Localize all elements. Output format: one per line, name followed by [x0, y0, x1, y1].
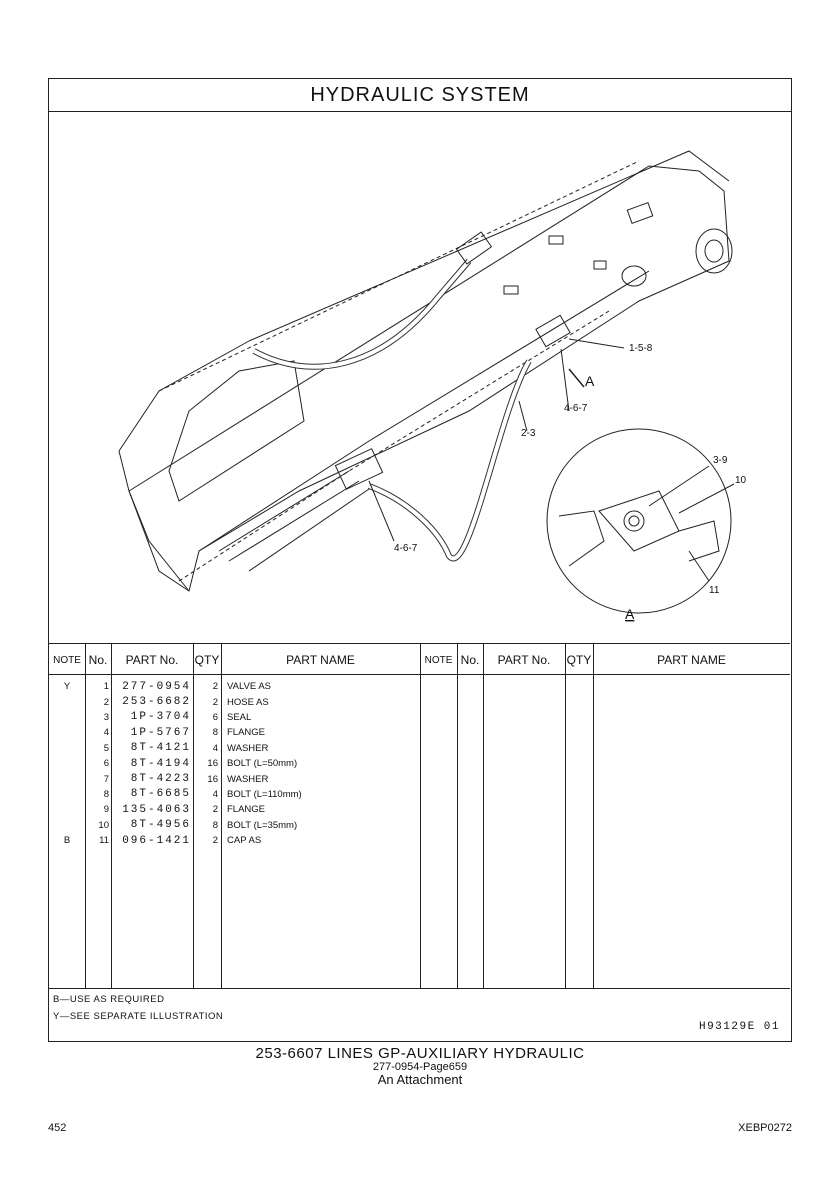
- header-note: NOTE: [53, 654, 81, 666]
- cell-part-no: 8T-4223: [130, 773, 191, 786]
- column-divider: [457, 643, 458, 988]
- cell-note: [49, 725, 85, 740]
- cell-part-no: 253-6682: [122, 696, 191, 709]
- column-divider: [193, 643, 194, 988]
- cell-part-no: 096-1421: [122, 834, 191, 847]
- cell-qty: 2: [212, 835, 218, 847]
- note-b: B—USE AS REQUIRED: [53, 994, 165, 1005]
- cell-note: [49, 756, 85, 771]
- column-divider: [483, 643, 484, 988]
- cell-qty: 6: [212, 711, 218, 723]
- header-qty: QTY: [194, 653, 220, 667]
- cell-note: Y: [63, 681, 71, 693]
- note-y: Y—SEE SEPARATE ILLUSTRATION: [53, 1011, 224, 1022]
- cell-no: 8: [103, 788, 109, 800]
- header-qty-2: QTY: [566, 653, 592, 667]
- callout-4-6-7-upper: 4-6-7: [564, 403, 588, 414]
- cell-no: 2: [103, 696, 109, 708]
- cell-part-no: 8T-4194: [130, 757, 191, 770]
- header-part-no-2: PART No.: [497, 653, 551, 667]
- callout-3-9: 3-9: [713, 455, 728, 466]
- cell-qty: 8: [212, 727, 218, 739]
- cell-part-no: 8T-4956: [130, 819, 191, 832]
- detail-label-a: A: [625, 606, 635, 622]
- cell-part-name: BOLT (L=110mm): [227, 788, 302, 800]
- callout-view-a: A: [585, 373, 595, 389]
- page-frame: HYDRAULIC SYSTEM: [48, 78, 792, 1042]
- cell-no: 3: [103, 711, 109, 723]
- column-divider: [593, 643, 594, 988]
- callout-4-6-7-lower: 4-6-7: [394, 543, 418, 554]
- cell-note: [49, 787, 85, 802]
- cell-part-name: WASHER: [227, 773, 269, 785]
- cell-part-no: 1P-5767: [130, 726, 191, 739]
- header-part-name: PART NAME: [286, 653, 355, 667]
- cell-note: [49, 818, 85, 833]
- cell-part-name: FLANGE: [227, 804, 266, 816]
- cell-qty: 2: [212, 681, 218, 693]
- cell-qty: 8: [212, 819, 218, 831]
- page-title: HYDRAULIC SYSTEM: [49, 79, 791, 112]
- cell-part-name: HOSE AS: [227, 696, 269, 708]
- illustration-code: H93129E 01: [698, 1021, 780, 1033]
- cell-qty: 16: [207, 773, 218, 785]
- cell-no: 10: [98, 819, 109, 831]
- notes-divider: [49, 988, 790, 989]
- cell-note: [49, 802, 85, 817]
- cell-no: 7: [103, 773, 109, 785]
- column-divider: [565, 643, 566, 988]
- callout-10: 10: [735, 475, 747, 486]
- cell-part-name: SEAL: [227, 711, 252, 723]
- callout-11: 11: [709, 585, 720, 596]
- table-header: NOTE No. PART No. QTY PART NAME NOTE No.…: [49, 643, 790, 675]
- cell-part-name: VALVE AS: [227, 681, 272, 693]
- cell-qty: 4: [212, 742, 218, 754]
- cell-part-no: 277-0954: [122, 680, 191, 693]
- cell-qty: 16: [207, 758, 218, 770]
- column-divider: [111, 643, 112, 988]
- cell-no: 6: [103, 758, 109, 770]
- cell-no: 4: [103, 727, 109, 739]
- cell-part-name: FLANGE: [227, 727, 266, 739]
- cell-note: [49, 741, 85, 756]
- column-divider: [420, 643, 421, 988]
- callout-1-5-8: 1-5-8: [629, 343, 653, 354]
- caption-page-ref: 277-0954-Page659: [372, 1061, 468, 1073]
- document-code: XEBP0272: [738, 1122, 792, 1134]
- cell-part-no: 8T-4121: [130, 742, 191, 755]
- header-no: No.: [88, 653, 108, 667]
- header-no-2: No.: [460, 653, 480, 667]
- cell-qty: 2: [212, 696, 218, 708]
- header-part-no: PART No.: [125, 653, 179, 667]
- header-part-name-2: PART NAME: [657, 653, 726, 667]
- cell-part-no: 135-4063: [122, 803, 191, 816]
- cell-note: [49, 710, 85, 725]
- cell-note: [49, 694, 85, 709]
- cell-part-no: 1P-3704: [130, 711, 191, 724]
- column-divider: [85, 643, 86, 988]
- callout-2-3: 2-3: [521, 428, 536, 439]
- cell-part-name: CAP AS: [227, 835, 262, 847]
- caption-title: 253-6607 LINES GP-AUXILIARY HYDRAULIC: [255, 1045, 585, 1062]
- cell-no: 11: [99, 835, 109, 847]
- hydraulic-illustration: 1-5-8 A 4-6-7 2-3 4-6-7 3-9 10 11 A: [118, 150, 747, 622]
- cell-note: B: [63, 835, 71, 847]
- page-number: 452: [48, 1122, 67, 1134]
- cell-qty: 2: [212, 804, 218, 816]
- cell-no: 1: [103, 681, 109, 693]
- cell-note: [49, 771, 85, 786]
- cell-part-name: BOLT (L=35mm): [227, 819, 298, 831]
- header-note-2: NOTE: [424, 654, 453, 666]
- cell-no: 5: [103, 742, 109, 754]
- caption-subtitle: An Attachment: [377, 1072, 463, 1087]
- cell-qty: 4: [212, 788, 218, 800]
- column-divider: [221, 643, 222, 988]
- cell-part-name: WASHER: [227, 742, 269, 754]
- cell-no: 9: [103, 804, 109, 816]
- cell-part-no: 8T-6685: [130, 788, 191, 801]
- cell-part-name: BOLT (L=50mm): [227, 758, 298, 770]
